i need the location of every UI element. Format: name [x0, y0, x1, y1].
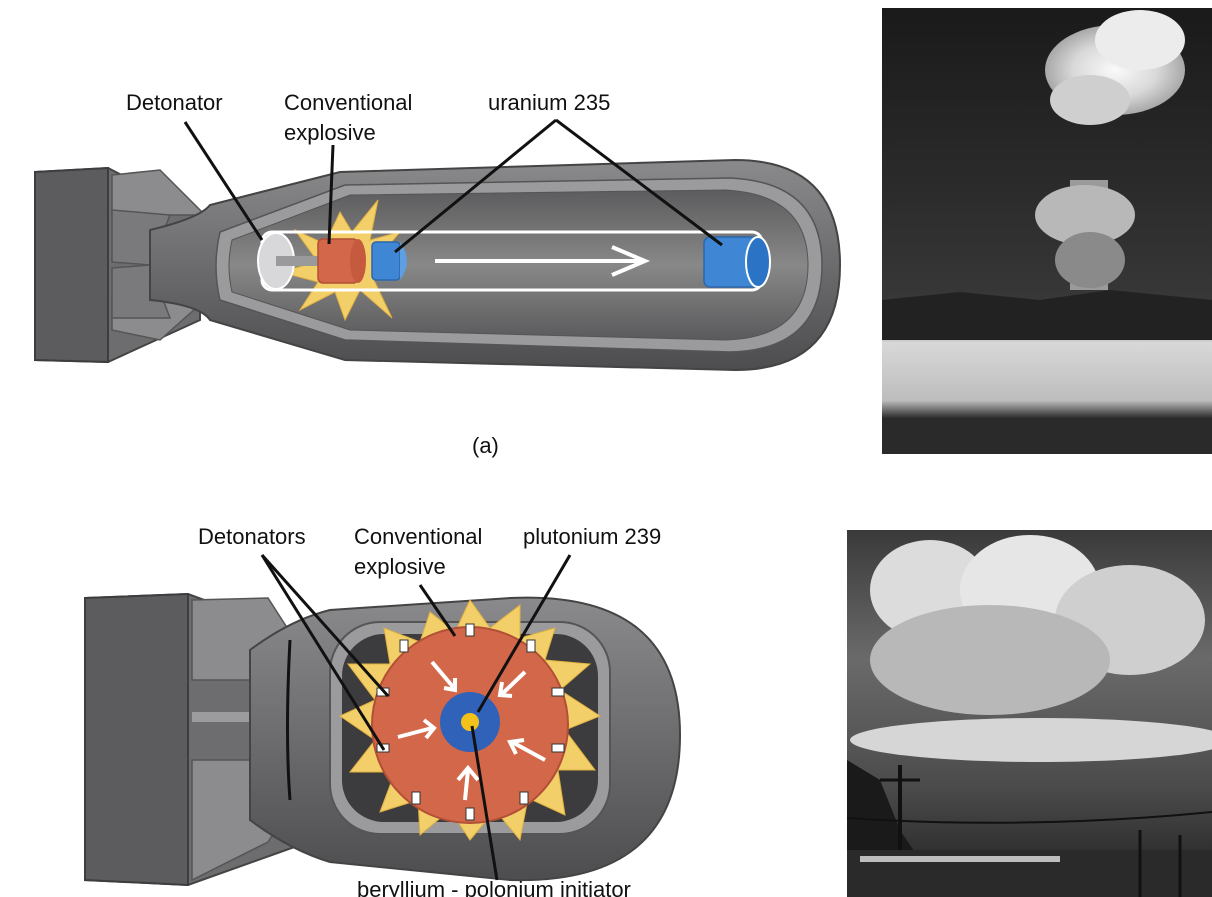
- implosion-arrows: [397, 660, 546, 801]
- detonator-leader-line: [183, 121, 264, 241]
- plutonium-leader-line: [476, 554, 572, 713]
- conventional-explosive-label-b-line1: Conventional: [354, 524, 482, 549]
- uranium-leader-line-left: [394, 118, 557, 254]
- conventional-explosive-label-line2: explosive: [284, 120, 376, 145]
- conventional-explosive-label-line1: Conventional: [284, 90, 412, 115]
- photo-nagasaki-cloud: [846, 530, 1212, 897]
- initiator-core: [461, 713, 479, 731]
- plutonium-label: plutonium 239: [523, 524, 661, 549]
- detonator-part: [257, 232, 324, 290]
- conventional-explosive-label-b-line2: explosive: [354, 554, 446, 579]
- caption-a: (a): [472, 433, 499, 458]
- explosive-leader-line-b: [418, 584, 457, 637]
- uranium-leader-line-right: [555, 118, 723, 247]
- initiator-label: beryllium - polonium initiator: [357, 877, 631, 897]
- implosion-bomb-diagram: Detonators Conventional explosive pluton…: [84, 524, 682, 897]
- uranium-target: [703, 236, 771, 288]
- initiator-leader-line: [470, 725, 499, 881]
- photo-hiroshima-cloud: [882, 8, 1212, 454]
- uranium-label: uranium 235: [488, 90, 610, 115]
- uranium-projectile: [371, 241, 407, 281]
- gun-type-bomb-diagram: Detonator Conventional explosive uranium…: [34, 90, 842, 458]
- detonators-leader-line-1: [260, 554, 390, 697]
- explosive-leader-line: [327, 144, 335, 245]
- motion-arrow: [435, 245, 651, 277]
- detonators-label: Detonators: [198, 524, 306, 549]
- conventional-explosive-charge: [317, 238, 366, 284]
- tail-fin-assembly: [34, 166, 207, 364]
- detonators-leader-line-2: [260, 554, 386, 751]
- detonator-label: Detonator: [126, 90, 223, 115]
